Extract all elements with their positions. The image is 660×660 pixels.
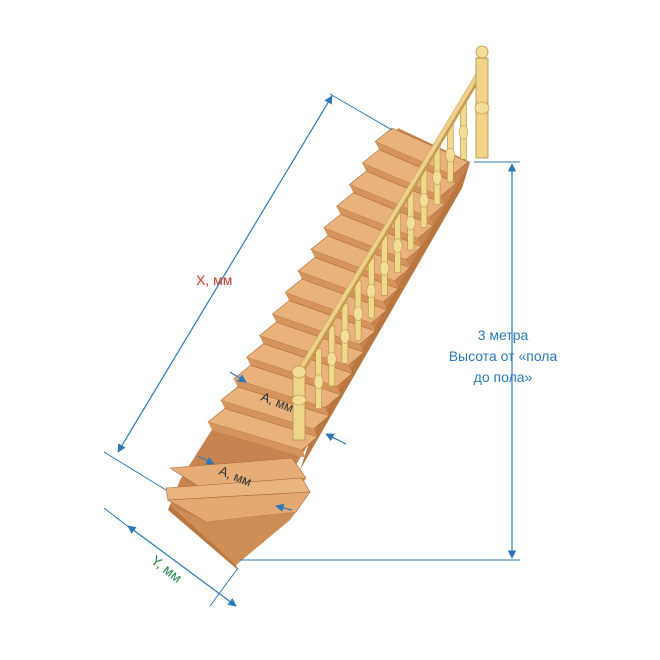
- height-label-line1: 3 метра: [478, 327, 529, 343]
- x-dimension: [103, 93, 393, 491]
- baluster-turning: [327, 351, 337, 367]
- baluster-turning: [379, 261, 390, 276]
- baluster-turning: [458, 125, 469, 140]
- stair-riser: [323, 227, 411, 268]
- baluster-turning: [353, 306, 363, 321]
- baluster-turning: [445, 147, 455, 163]
- baluster-turning: [432, 170, 442, 185]
- baluster-turning: [340, 329, 350, 344]
- baluster-turning: [366, 283, 376, 299]
- baluster-turning: [313, 374, 324, 389]
- x-dimension-label: X, мм: [196, 272, 232, 288]
- stair-handrail: [296, 66, 486, 376]
- a-step-dimension: [197, 371, 347, 512]
- top-newel-post: [474, 45, 490, 159]
- stair-treads: [207, 127, 469, 458]
- height-label-line2: Высота от «пола: [449, 348, 558, 364]
- baluster-turning: [392, 238, 403, 253]
- height-label-line3: до пола»: [474, 369, 533, 385]
- baluster-turning: [406, 215, 416, 231]
- baluster-turning: [419, 193, 429, 208]
- height-dimension: [240, 161, 520, 561]
- y-dimension-label: Y, мм: [148, 552, 185, 586]
- stair-riser: [310, 249, 399, 289]
- y-dimension: [103, 507, 239, 607]
